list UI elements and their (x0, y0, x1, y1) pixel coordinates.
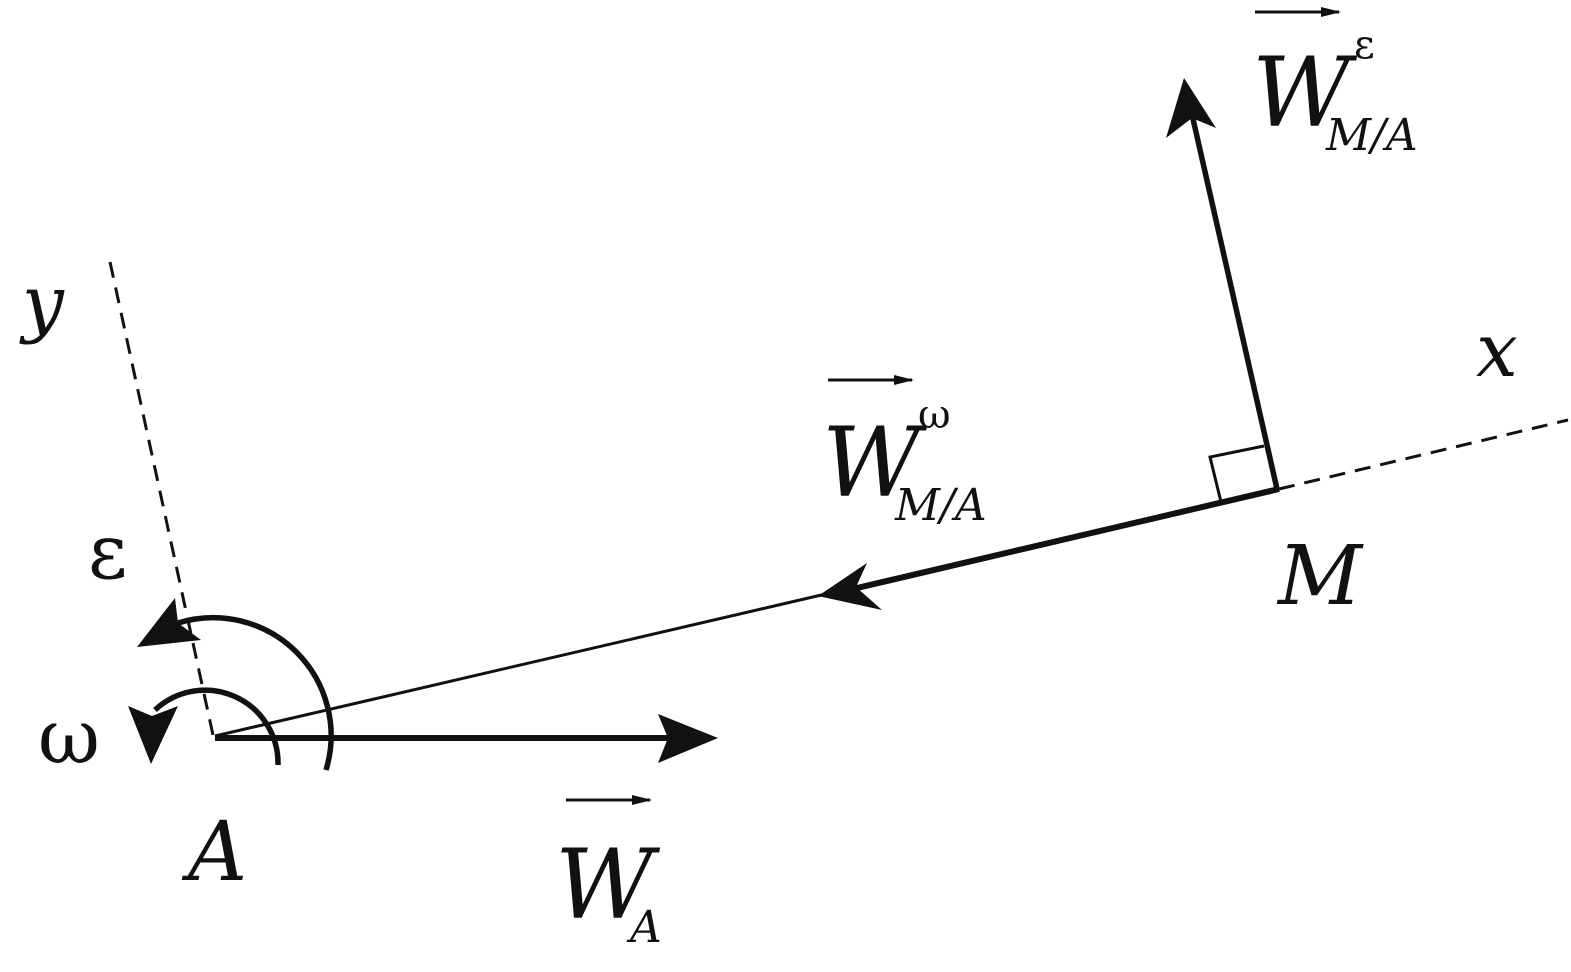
w-eps-sup: ε (1354, 22, 1375, 68)
wa-sub: A (626, 902, 662, 953)
epsilon-label: ε (88, 507, 127, 596)
w-omega-main: W (822, 407, 928, 519)
x-axis-label: x (1476, 308, 1518, 394)
right-angle-marker (1208, 444, 1265, 503)
vector-wa-label: W A (555, 795, 662, 953)
wa-main: W (555, 829, 661, 941)
epsilon-arc (177, 614, 334, 771)
w-eps-main: W (1252, 37, 1358, 149)
vector-w-eps-arrowhead (1166, 78, 1216, 138)
vector-w-eps-line (1188, 109, 1280, 490)
w-omega-sup: ω (918, 392, 951, 438)
vector-wa-arrowhead (658, 714, 718, 763)
omega-arc (153, 687, 281, 766)
vector-w-omega-label: W ω M/A (822, 375, 987, 531)
point-m-label: M (1276, 529, 1364, 624)
w-eps-sub: M/A (1325, 110, 1418, 161)
omega-label: ω (38, 692, 100, 781)
epsilon-arc-arrowhead (137, 598, 201, 647)
vector-w-omega-line (839, 486, 1280, 595)
x-axis-line (1278, 418, 1569, 491)
y-axis-label: y (19, 260, 65, 346)
segment-am (214, 591, 831, 738)
w-omega-sub: M/A (894, 480, 987, 531)
vector-w-omega-arrowhead (818, 563, 882, 610)
y-axis-line (108, 261, 215, 736)
vector-w-eps-label: W ε M/A (1252, 7, 1418, 161)
omega-arc-arrowhead (128, 706, 178, 764)
point-a-label: A (181, 805, 247, 900)
